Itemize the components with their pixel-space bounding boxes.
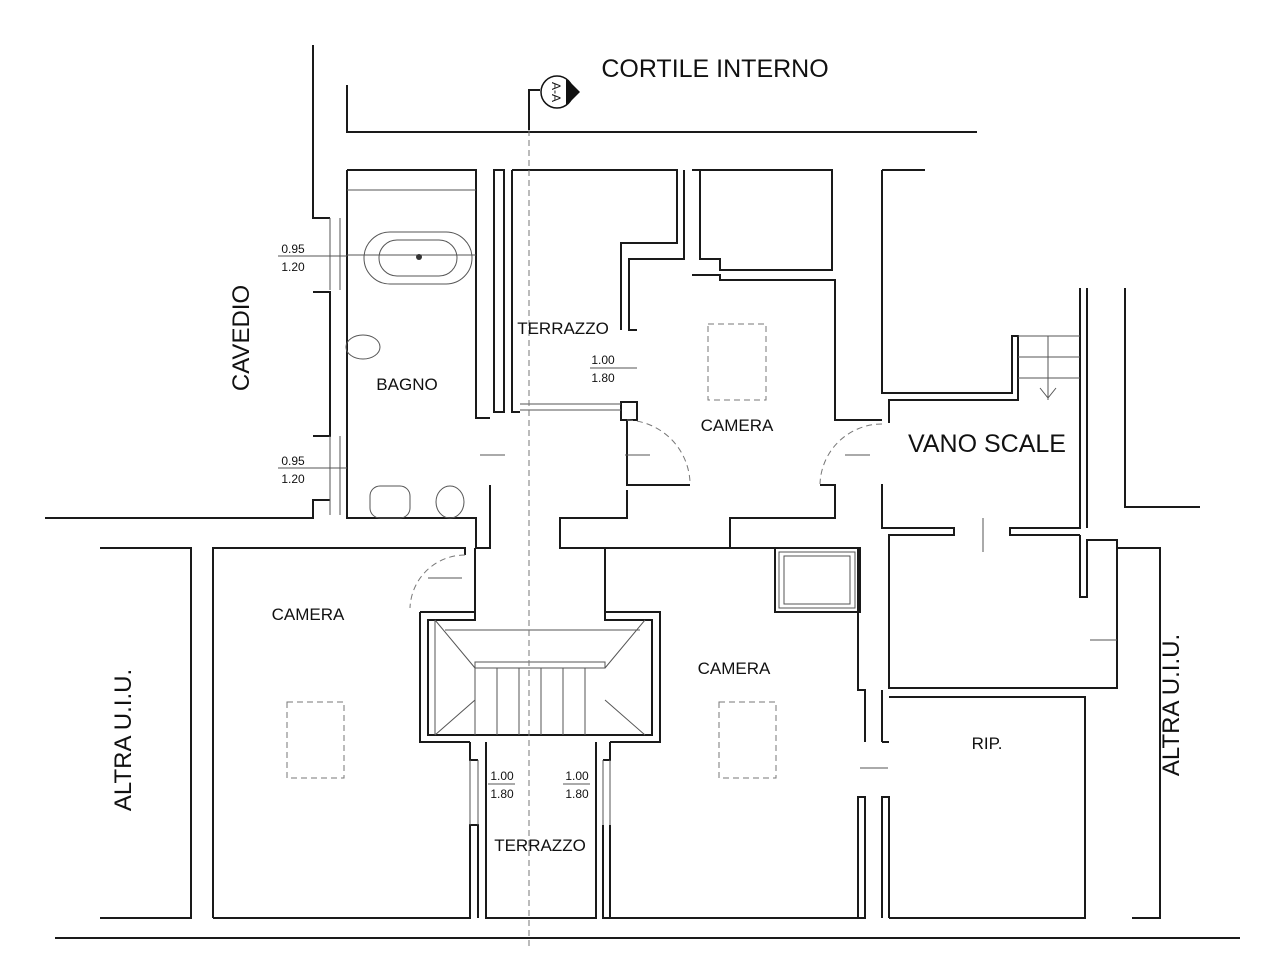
window-width: 0.95	[281, 454, 305, 468]
vano-scale-label: VANO SCALE	[908, 430, 1066, 458]
skylight	[286, 701, 345, 779]
fixtures	[286, 189, 1117, 779]
skylight	[718, 701, 777, 779]
window-height: 1.20	[281, 472, 305, 486]
cavedio-label: CAVEDIO	[228, 285, 255, 391]
window-width: 0.95	[281, 242, 305, 256]
toilet-icon	[345, 334, 381, 360]
bathtub-icon	[363, 231, 473, 285]
window-width: 1.00	[565, 769, 589, 783]
courtyard-label: CORTILE INTERNO	[601, 55, 828, 83]
bagno-label: BAGNO	[376, 375, 437, 394]
camera-right-label: CAMERA	[698, 659, 771, 678]
terrazzo-top-label: TERRAZZO	[517, 319, 609, 338]
camera-top-label: CAMERA	[701, 416, 774, 435]
rip-label: RIP.	[972, 734, 1003, 753]
window-width: 1.00	[490, 769, 514, 783]
window-width: 1.00	[591, 353, 615, 367]
terrazzo-bottom-label: TERRAZZO	[494, 836, 586, 855]
section-marker-label: A-A	[549, 82, 563, 102]
window-height: 1.80	[591, 371, 615, 385]
camera-left-label: CAMERA	[272, 605, 345, 624]
window-height: 1.80	[565, 787, 589, 801]
window-height: 1.20	[281, 260, 305, 274]
walls	[45, 45, 1240, 939]
section-line: A-A	[528, 75, 580, 950]
altra-uiu-right-label: ALTRA U.I.U.	[1158, 634, 1185, 776]
window-dimensions: 0.95 1.20 0.95 1.20 1.00 1.80 1.00 1.80 …	[278, 242, 637, 801]
labels: CORTILE INTERNO CAVEDIO BAGNO TERRAZZO C…	[110, 55, 1185, 855]
sink-icon	[369, 485, 411, 519]
bidet-icon	[435, 485, 465, 519]
altra-uiu-left-label: ALTRA U.I.U.	[110, 669, 137, 811]
shower-icon	[778, 551, 856, 609]
window-height: 1.80	[490, 787, 514, 801]
skylight	[707, 323, 767, 401]
